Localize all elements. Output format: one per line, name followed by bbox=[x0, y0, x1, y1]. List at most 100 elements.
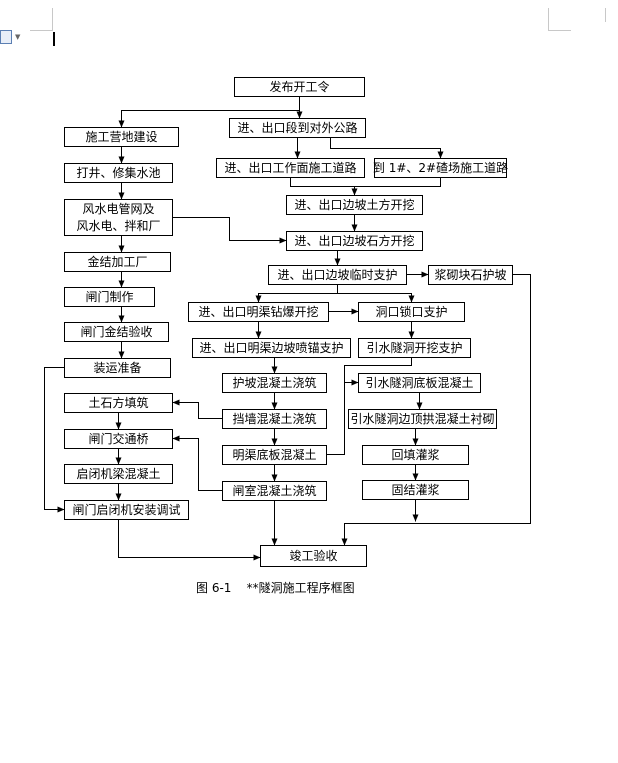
flow-node-label: 打井、修集水池 bbox=[76, 165, 160, 180]
flow-node-label: 浆砌块石护坡 bbox=[434, 267, 506, 282]
flow-node-label: 挡墙混凝土浇筑 bbox=[232, 411, 316, 426]
flow-node: 进、出口工作面施工道路 bbox=[216, 158, 365, 178]
flow-node-label: 引水隧洞开挖支护 bbox=[366, 340, 462, 355]
flow-node-box bbox=[222, 373, 327, 393]
flow-connector bbox=[118, 96, 300, 128]
flow-node-box bbox=[286, 231, 423, 251]
flow-node-box bbox=[64, 127, 179, 147]
flow-connector bbox=[118, 519, 261, 561]
flow-node-box bbox=[216, 158, 365, 178]
flow-node-box bbox=[234, 77, 365, 97]
flow-node-box bbox=[192, 338, 351, 358]
flow-node: 引水隧洞底板混凝土 bbox=[358, 373, 481, 393]
flow-connector bbox=[172, 217, 287, 244]
flow-node: 明渠底板混凝土 bbox=[222, 445, 327, 465]
flow-node: 土石方填筑 bbox=[64, 393, 173, 413]
flow-connector bbox=[354, 177, 441, 187]
flow-node-box bbox=[64, 199, 173, 236]
flow-node: 浆砌块石护坡 bbox=[428, 265, 513, 285]
margin-rule bbox=[605, 8, 606, 22]
flow-node-box bbox=[362, 480, 469, 500]
flow-node-box bbox=[64, 464, 173, 484]
margin-corner-mark bbox=[30, 8, 53, 31]
flow-node-label: 固结灌浆 bbox=[391, 482, 439, 497]
flow-connector bbox=[326, 382, 345, 455]
flow-node-box bbox=[64, 252, 171, 272]
flow-node: 进、出口边坡石方开挖 bbox=[286, 231, 423, 251]
flow-node-label: 到 1#、2#碴场施工道路 bbox=[373, 160, 508, 175]
flow-node-box bbox=[374, 158, 507, 178]
flow-node-label: 洞口锁口支护 bbox=[375, 304, 447, 319]
flow-node: 启闭机梁混凝土 bbox=[64, 464, 173, 484]
flow-node: 回填灌浆 bbox=[362, 445, 469, 465]
flow-connector bbox=[330, 137, 444, 159]
flow-connector bbox=[344, 357, 412, 386]
flow-node: 护坡混凝土浇筑 bbox=[222, 373, 327, 393]
flow-node: 进、出口边坡土方开挖 bbox=[286, 195, 423, 215]
flow-node: 闸室混凝土浇筑 bbox=[222, 481, 327, 501]
flow-node-box bbox=[64, 163, 173, 183]
chevron-down-icon: ▼ bbox=[15, 33, 21, 41]
flow-connectors bbox=[44, 96, 531, 561]
flow-node-box bbox=[222, 481, 327, 501]
flow-node-label: 明渠底板混凝土 bbox=[232, 447, 316, 462]
flow-node-label: 装运准备 bbox=[93, 361, 141, 375]
flow-node: 竣工验收 bbox=[260, 545, 367, 567]
flow-node: 装运准备 bbox=[64, 358, 171, 378]
flow-node-box bbox=[64, 322, 169, 342]
flow-node: 金结加工厂 bbox=[64, 252, 171, 272]
flow-connector bbox=[255, 284, 338, 303]
flow-node-label: 施工营地建设 bbox=[85, 130, 157, 144]
flow-node-label: 进、出口段到对外公路 bbox=[237, 120, 357, 135]
paste-options-button[interactable]: ▼ bbox=[0, 30, 20, 44]
flow-node: 闸门启闭机安装调试 bbox=[64, 500, 189, 520]
flow-node-label: 闸门制作 bbox=[85, 289, 133, 304]
flow-node-box bbox=[268, 265, 407, 285]
flow-node-box bbox=[64, 393, 173, 413]
text-cursor bbox=[53, 32, 55, 46]
figure-caption: 图 6-1 **隧洞施工程序框图 bbox=[196, 581, 355, 595]
flow-node-box bbox=[358, 338, 471, 358]
document-icon bbox=[0, 30, 12, 44]
flow-node-label: 金结加工厂 bbox=[87, 254, 147, 269]
flow-connector bbox=[341, 274, 531, 546]
flow-connector bbox=[172, 435, 223, 491]
flow-node-label: 竣工验收 bbox=[289, 548, 337, 563]
flow-node-label: 发布开工令 bbox=[269, 79, 329, 94]
flow-node: 闸门金结验收 bbox=[64, 322, 169, 342]
flow-node: 固结灌浆 bbox=[362, 480, 469, 500]
flow-node-box bbox=[428, 265, 513, 285]
flow-node-label: 进、出口明渠边坡喷锚支护 bbox=[199, 340, 343, 355]
flow-node-box bbox=[222, 409, 327, 429]
flow-node-box bbox=[64, 429, 173, 449]
flow-node: 洞口锁口支护 bbox=[358, 302, 465, 322]
flow-node: 进、出口边坡临时支护 bbox=[268, 265, 407, 285]
flow-node: 闸门交通桥 bbox=[64, 429, 173, 449]
flow-node-label: 风水电管网及 bbox=[82, 201, 154, 216]
flow-node-box bbox=[286, 195, 423, 215]
flow-node: 引水隧洞开挖支护 bbox=[358, 338, 471, 358]
flow-node: 引水隧洞边顶拱混凝土衬砌 bbox=[348, 409, 497, 429]
flow-node: 进、出口明渠钻爆开挖 bbox=[188, 302, 329, 322]
flow-node-label: 进、出口边坡石方开挖 bbox=[294, 233, 414, 248]
flow-node-label: 启闭机梁混凝土 bbox=[76, 466, 160, 481]
flow-connector bbox=[172, 399, 223, 419]
flow-connector bbox=[337, 293, 415, 303]
flow-node-box bbox=[229, 118, 366, 138]
flow-node-box bbox=[348, 409, 497, 429]
flow-node: 到 1#、2#碴场施工道路 bbox=[373, 158, 508, 178]
flow-node-box bbox=[64, 358, 171, 378]
flow-node-box bbox=[358, 302, 465, 322]
flow-node-label: 进、出口工作面施工道路 bbox=[224, 160, 356, 175]
flow-node-label: 进、出口边坡临时支护 bbox=[277, 268, 397, 282]
flow-node-label: 护坡混凝土浇筑 bbox=[232, 375, 316, 390]
flow-node: 发布开工令 bbox=[234, 77, 365, 97]
flow-node-label: 闸门启闭机安装调试 bbox=[72, 502, 180, 517]
flow-node: 施工营地建设 bbox=[64, 127, 179, 147]
flow-node: 打井、修集水池 bbox=[64, 163, 173, 183]
flow-node-label: 风水电、拌和厂 bbox=[76, 218, 160, 233]
flow-node-label: 土石方填筑 bbox=[88, 395, 148, 410]
flow-node: 进、出口段到对外公路 bbox=[229, 118, 366, 138]
